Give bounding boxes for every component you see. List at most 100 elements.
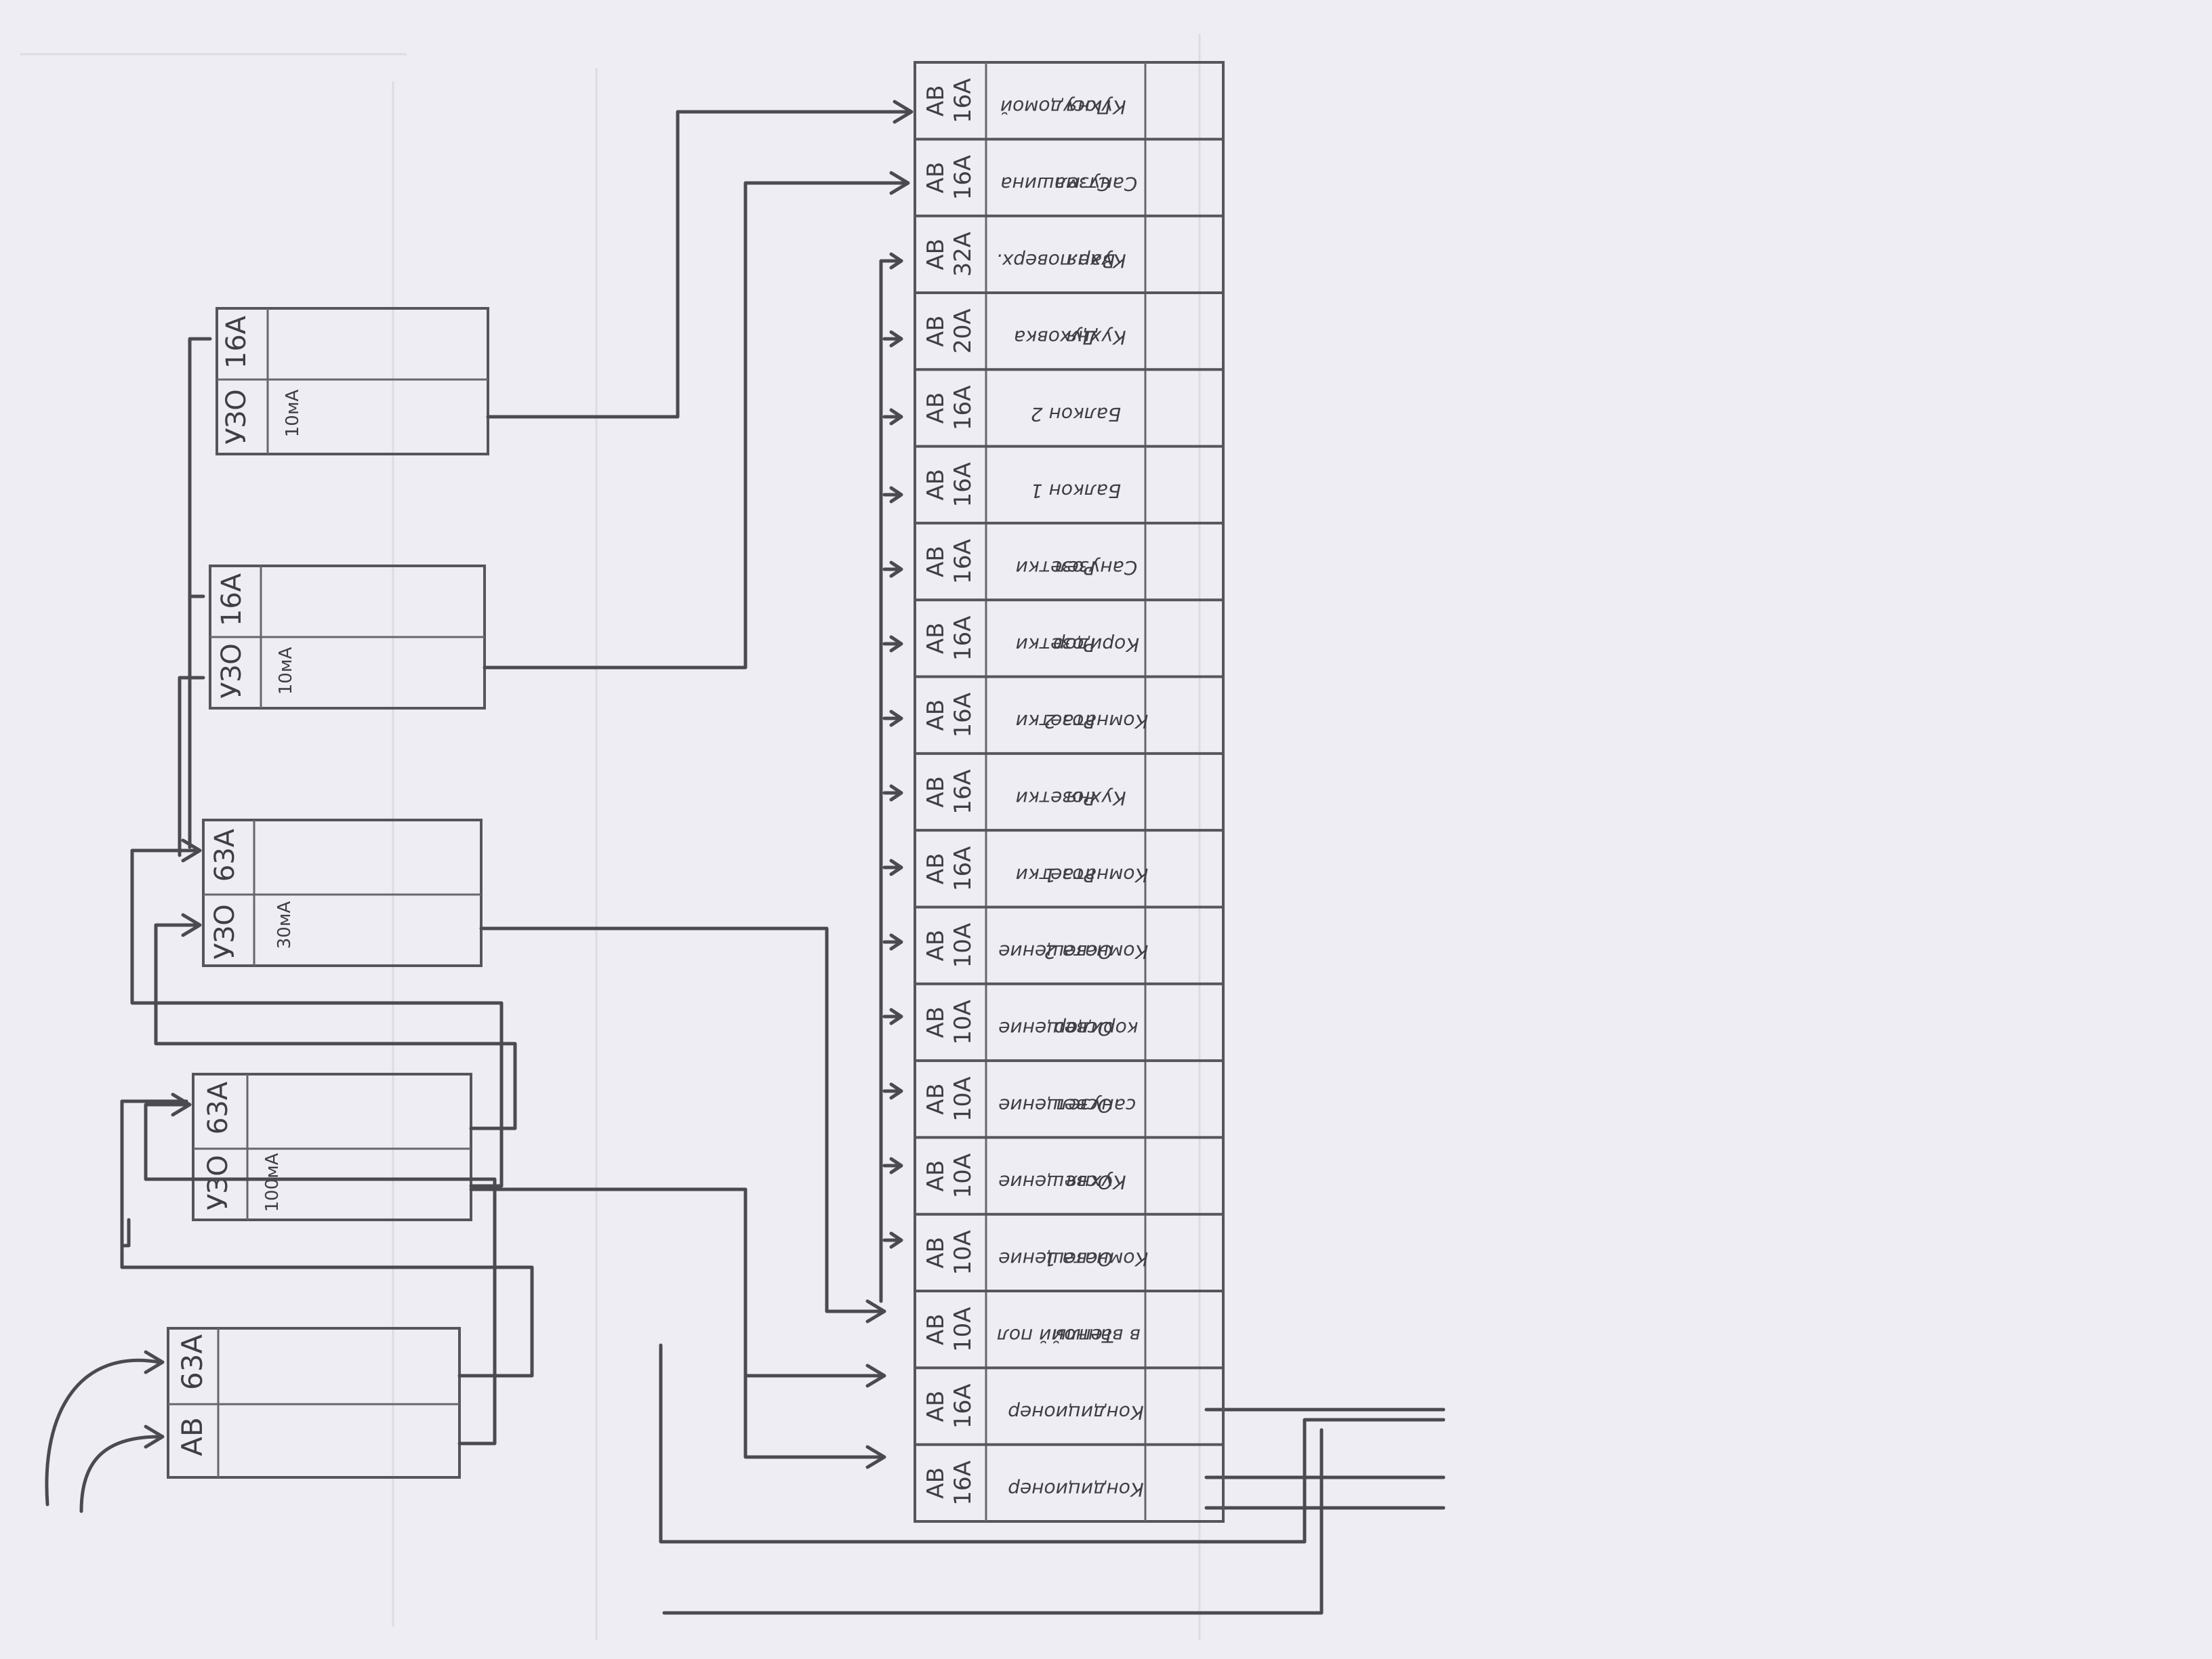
breaker-type: АВ [922,1160,949,1192]
rcd-1-rating: 63А [203,1081,234,1134]
breaker-load-label: Теплый пол [997,1325,1114,1347]
wiring [120,100,1446,1615]
rcd-2-leak: 30мА [274,901,295,949]
rcd-3-type: УЗО [216,643,247,699]
breaker-type: АВ [922,546,949,577]
breaker-type: АВ [922,392,949,424]
breaker-load-label: Посудомой [1000,96,1111,119]
breaker-type: АВ [922,315,949,347]
rcd-1-type: УЗО [203,1155,234,1210]
breaker-load-label: Комната 2 [1044,941,1149,963]
breaker-rating: 16А [949,769,977,815]
input-breaker-type: АВ [176,1417,209,1456]
breaker-type: АВ [922,1467,949,1499]
breaker-type: АВ [922,853,949,885]
breaker-rating: 10А [949,1153,977,1199]
breaker-load-label: Духовка [1014,327,1099,349]
breaker-rating: 16А [949,1384,977,1429]
breaker-rating: 10А [949,1230,977,1275]
rcd-3: УЗО 16А 10мА [209,565,486,710]
breaker-rating: 16А [949,78,977,123]
breaker-load-label: Розетки [1016,864,1096,886]
breaker-load-label: Освещение [998,941,1113,963]
breaker-rating: 10А [949,923,977,968]
breaker-type: АВ [922,1083,949,1115]
breaker-type: АВ [922,1391,949,1422]
breaker-load-label: санузел [1057,1094,1136,1117]
breaker-type: АВ [922,469,949,501]
breaker-rating: 10А [949,1000,977,1045]
breaker-load-label: Кондиционер [1008,1478,1144,1500]
rcd-2-box [202,819,483,967]
breaker-rating: 16А [949,155,977,201]
breaker-load-label: Кухня [1066,327,1126,349]
rcd-1-box [192,1073,472,1221]
breaker-load-label: Розетки [1016,634,1096,656]
breaker-load-label: Ст.машина [1000,173,1110,195]
breaker-rating: 16А [949,693,977,738]
breaker-load-label: Кухня [1066,787,1126,810]
rcd-4-type: УЗО [221,389,252,445]
breaker-type: АВ [922,85,949,117]
rcd-1: УЗО 63А 100мА [192,1073,472,1221]
breaker-column-frame [914,61,1225,1523]
rcd-4-box [216,307,489,455]
breaker-rating: 16А [949,539,977,584]
breaker-load-label: Санузел [1055,557,1138,579]
incoming-neutral-arrow [79,1435,161,1513]
rcd-4: УЗО 16А 10мА [216,307,489,455]
rcd-2: УЗО 63А 30мА [202,819,483,967]
input-breaker-rating: 63А [176,1334,209,1390]
breaker-rating: 16А [949,616,977,661]
breaker-load-label: Санузел [1055,173,1138,195]
breaker-type: АВ [922,1237,949,1269]
rcd-3-rating: 16А [216,573,247,626]
input-breaker-box [167,1327,461,1479]
breaker-type: АВ [922,776,949,808]
breaker-load-label: Освещение [998,1248,1113,1270]
breaker-load-label: Балкон 2 [1031,403,1121,426]
breaker-load-label: Освещение [998,1017,1113,1040]
rcd-1-leak: 100мА [262,1153,283,1212]
breaker-rating: 10А [949,1307,977,1352]
breaker-load-label: Комната 1 [1044,864,1149,886]
breaker-load-label: Балкон 1 [1031,480,1121,502]
breaker-load-label: Комната 1 [1044,1248,1149,1270]
breaker-load-label: Освещение [998,1171,1113,1193]
breaker-type: АВ [922,162,949,194]
incoming-phase-arrow [45,1358,161,1507]
breaker-load-label: Кондиционер [1008,1401,1144,1424]
breaker-type: АВ [922,239,949,270]
breaker-type: АВ [922,623,949,655]
ghost-lines [20,34,1201,1640]
breaker-rating: 10А [949,1076,977,1122]
breaker-load-label: Розетки [1016,557,1096,579]
rcd-4-rating: 16А [221,315,252,369]
breaker-load-label: Кухня [1066,96,1126,119]
breaker-type: АВ [922,930,949,962]
breaker-type: АВ [922,699,949,731]
breaker-load-label: Вар.поверх. [996,249,1115,272]
breaker-type: АВ [922,1006,949,1038]
breaker-load-label: в ванной [1052,1325,1141,1347]
rcd-4-leak: 10мА [283,390,303,438]
breaker-rating: 16А [949,386,977,431]
breaker-load-label: Комната 2 [1044,710,1149,733]
breaker-load-label: Кухня [1066,249,1126,272]
breaker-load-label: Освещение [998,1094,1113,1117]
